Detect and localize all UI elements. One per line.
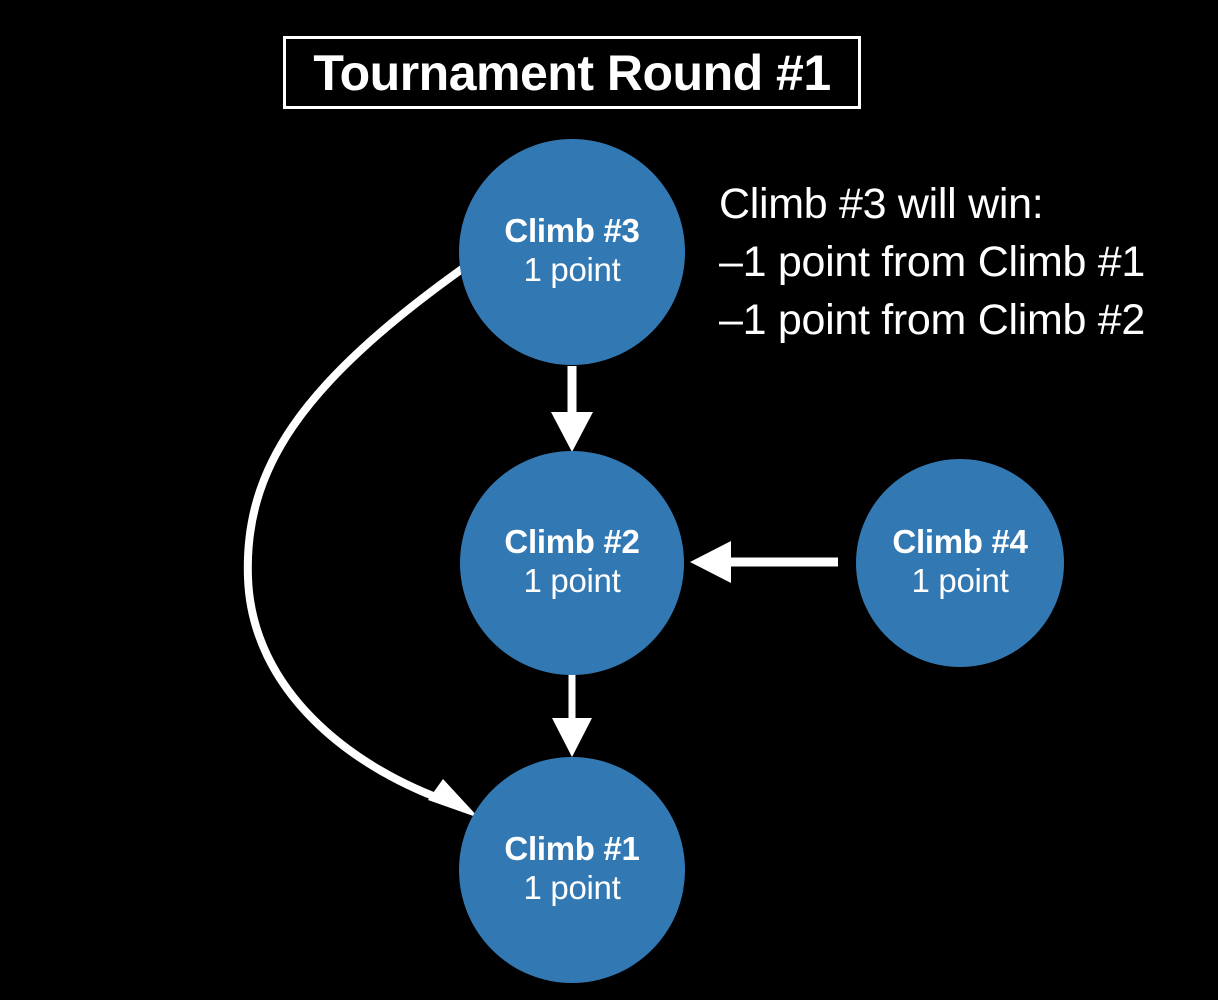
node-climb-3-points: 1 point [523,251,621,289]
annotation-line-2: –1 point from Climb #1 [719,238,1145,286]
edge-climb3-to-climb2 [551,366,593,452]
page-title-box: Tournament Round #1 [283,36,861,109]
node-climb-2-label: Climb #2 [504,523,640,561]
node-climb-1[interactable]: Climb #1 1 point [459,757,685,983]
node-climb-4-points: 1 point [911,562,1009,600]
node-climb-4[interactable]: Climb #4 1 point [856,459,1064,667]
node-climb-3-label: Climb #3 [504,212,640,250]
node-climb-1-label: Climb #1 [504,830,640,868]
node-climb-2-points: 1 point [523,562,621,600]
node-climb-3[interactable]: Climb #3 1 point [459,139,685,365]
edge-climb3-to-climb1 [243,265,479,818]
annotation-block: Climb #3 will win: –1 point from Climb #… [719,175,1199,349]
edge-climb4-to-climb2 [690,541,838,583]
node-climb-2[interactable]: Climb #2 1 point [460,451,684,675]
node-climb-1-points: 1 point [523,869,621,907]
page-title: Tournament Round #1 [313,44,831,101]
annotation-line-1: Climb #3 will win: [719,180,1044,228]
edge-climb2-to-climb1 [552,672,592,757]
node-climb-4-label: Climb #4 [892,523,1028,561]
annotation-line-3: –1 point from Climb #2 [719,296,1145,344]
